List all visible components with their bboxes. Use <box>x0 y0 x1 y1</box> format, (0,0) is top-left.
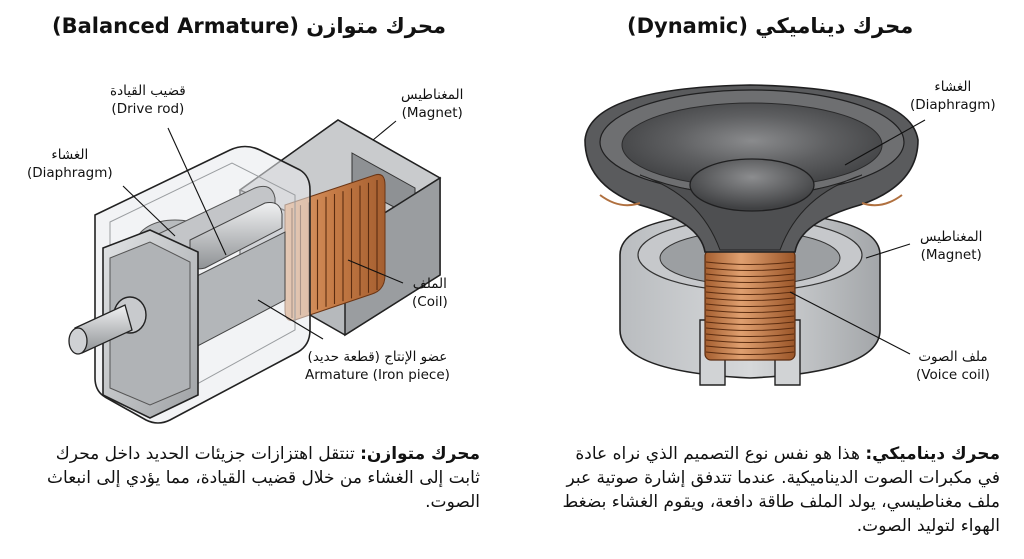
label-left-diaphragm: الغشاء (Diaphragm) <box>27 147 113 181</box>
leader-right-diaphragm <box>844 119 926 166</box>
leader-drive-rod <box>167 127 227 256</box>
dynamic-description: محرك ديناميكي: هذا هو نفس نوع التصميم ال… <box>560 442 1000 538</box>
voice-coil-winding <box>705 285 795 289</box>
left-leader-lines <box>122 120 404 340</box>
dynamic-title: محرك ديناميكي (Dynamic) <box>627 14 914 38</box>
voice-coil-winding <box>705 345 795 349</box>
label-voice-coil: ملف الصوت (Voice coil) <box>916 349 990 383</box>
label-right-diaphragm: الغشاء (Diaphragm) <box>910 79 996 113</box>
voice-coil-winding <box>705 309 795 313</box>
voice-coil-winding <box>705 351 795 355</box>
voice-coil-winding <box>705 291 795 295</box>
voice-coil-winding <box>705 315 795 319</box>
output-nozzle <box>68 296 147 355</box>
voice-coil-winding <box>705 273 795 277</box>
leader-right-magnet <box>865 243 911 259</box>
voice-coil-winding <box>705 297 795 301</box>
voice-coil-winding <box>705 333 795 337</box>
label-right-magnet: المغناطيس (Magnet) <box>920 229 983 263</box>
voice-coil-winding <box>705 267 795 271</box>
description-lead: محرك متوازن: <box>360 444 480 464</box>
voice-coil-winding <box>705 327 795 331</box>
voice-coil-winding <box>705 339 795 343</box>
label-armature: عضو الإنتاج (قطعة حديد) Armature (Iron p… <box>305 349 450 383</box>
leader-magnet <box>372 120 397 141</box>
description-text: تنتقل اهتزازات جزيئات الحديد داخل محرك ث… <box>47 444 480 512</box>
label-coil: الملف (Coil) <box>412 276 448 310</box>
voice-coil <box>704 249 796 361</box>
leader-diaphragm <box>122 185 176 237</box>
voice-coil-winding <box>705 261 795 265</box>
front-plate <box>102 229 199 419</box>
label-drive-rod: قضيب القيادة (Drive rod) <box>110 83 186 117</box>
voice-coil-winding <box>705 303 795 307</box>
leader-armature <box>257 299 324 340</box>
description-lead: محرك ديناميكي: <box>865 444 1000 464</box>
right-leader-lines <box>789 119 926 355</box>
speaker-cone <box>584 84 919 253</box>
leader-coil <box>347 259 404 284</box>
voice-coil-winding <box>705 321 795 325</box>
balanced-armature-description: محرك متوازن: تنتقل اهتزازات جزيئات الحدي… <box>40 442 480 514</box>
description-text: هذا هو نفس نوع التصميم الذي نراه عادة في… <box>562 444 1000 536</box>
label-left-magnet: المغناطيس (Magnet) <box>401 87 464 121</box>
voice-coil-winding <box>705 279 795 283</box>
leader-voice-coil <box>789 291 911 355</box>
balanced-armature-title: محرك متوازن (Balanced Armature) <box>52 14 447 38</box>
